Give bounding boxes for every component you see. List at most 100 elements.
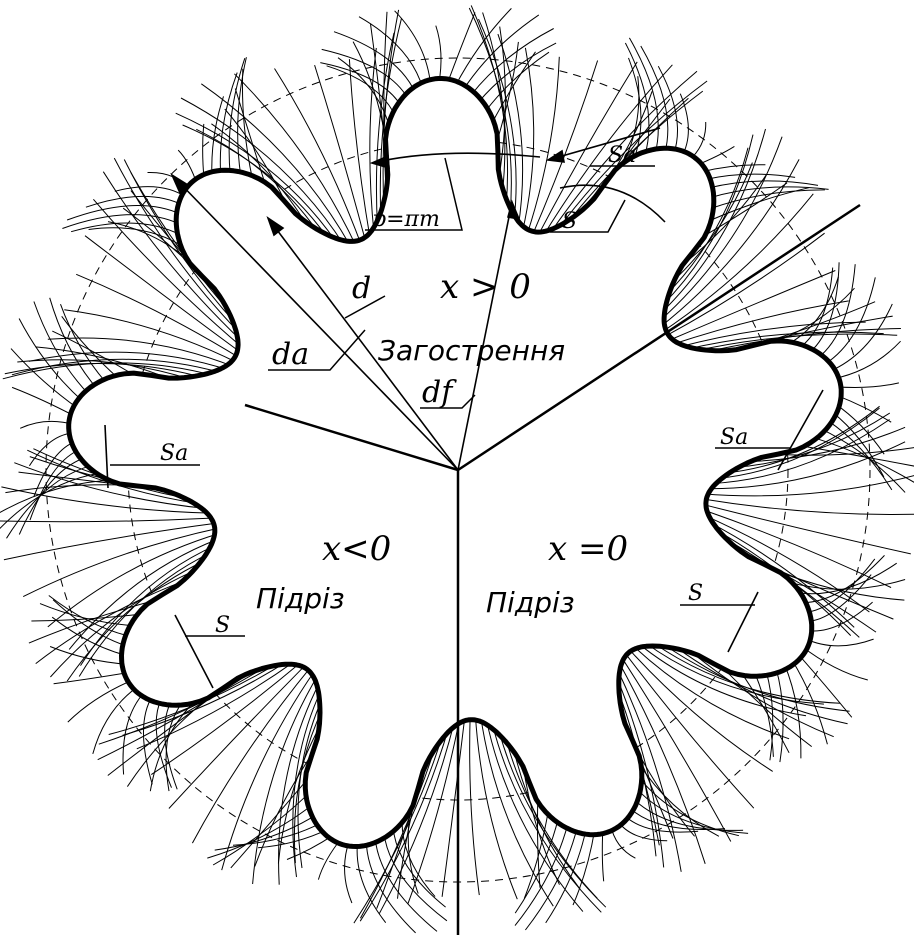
- envelope-line: [683, 331, 884, 351]
- envelope-line: [378, 720, 456, 914]
- sa-right-label: Sa: [720, 425, 748, 450]
- envelope-line: [740, 672, 790, 754]
- s-top-arc: [559, 184, 666, 223]
- envelope-line: [374, 837, 438, 932]
- envelope-line: [469, 713, 480, 896]
- envelope-line: [359, 725, 450, 922]
- sa-right-line: [777, 389, 824, 471]
- envelope-line: [252, 674, 319, 885]
- envelope-line: [702, 475, 914, 497]
- d-arrowhead: [266, 216, 285, 237]
- envelope-line: [705, 441, 906, 490]
- envelope-line: [165, 700, 184, 792]
- envelope-line: [514, 818, 559, 914]
- envelope-line: [365, 839, 416, 934]
- sa-top-arrowhead: [545, 149, 565, 163]
- envelope-line: [278, 680, 321, 885]
- negative-shift-label: x<0: [322, 529, 391, 569]
- d-dimension-line: [267, 217, 459, 471]
- envelope-line: [234, 73, 357, 248]
- envelope-line: [60, 304, 107, 384]
- envelope-line: [219, 72, 238, 176]
- envelope-line: [462, 14, 540, 91]
- envelope-line: [765, 671, 774, 761]
- envelope-line: [28, 351, 229, 371]
- envelope-line: [512, 746, 581, 890]
- pitch-leader: [365, 157, 463, 231]
- envelope-line: [536, 61, 638, 239]
- envelope-line: [470, 28, 554, 96]
- divider-left: [244, 403, 459, 472]
- envelope-line: [706, 520, 855, 628]
- envelope-line: [820, 428, 906, 493]
- envelope-line: [806, 574, 872, 623]
- envelope-line: [800, 445, 914, 467]
- envelope-line: [700, 164, 766, 173]
- envelope-line: [39, 603, 135, 627]
- envelope-line: [50, 568, 199, 678]
- envelope-line: [66, 205, 182, 221]
- envelope-line: [823, 277, 876, 366]
- envelope-line: [831, 411, 885, 478]
- envelope-line: [783, 663, 802, 759]
- envelope-line: [707, 180, 819, 189]
- envelope-line: [47, 337, 235, 368]
- positive-shift-label: x > 0: [440, 267, 531, 307]
- envelope-line: [477, 42, 557, 103]
- envelope-line: [669, 162, 753, 285]
- zero-note-label: Підріз: [486, 586, 575, 619]
- envelope-line: [790, 658, 828, 745]
- envelope-line: [504, 736, 598, 899]
- envelope-line: [542, 64, 673, 238]
- envelope-line: [480, 715, 554, 907]
- envelope-line: [699, 503, 911, 555]
- envelope-line: [435, 25, 442, 85]
- negative-note-label: Підріз: [256, 582, 345, 615]
- envelope-line: [320, 62, 402, 107]
- envelope-line: [817, 264, 856, 359]
- da-dimension-line: [171, 174, 459, 471]
- envelope-line: [754, 672, 774, 757]
- envelope-line: [28, 600, 155, 644]
- s-top-leader: [550, 199, 626, 233]
- envelope-line: [293, 708, 324, 864]
- divider-upper-right: [457, 203, 861, 472]
- envelope-line: [615, 665, 682, 872]
- envelope-line: [196, 128, 320, 235]
- envelope-line: [407, 716, 461, 905]
- envelope-line: [628, 57, 642, 161]
- envelope-line: [17, 359, 192, 380]
- envelope-line: [70, 222, 182, 236]
- envelope-line: [22, 527, 221, 598]
- envelope-line: [48, 595, 130, 637]
- envelope-line: [102, 171, 244, 343]
- s-right-line: [727, 591, 759, 653]
- envelope-line: [221, 669, 316, 871]
- envelope-line: [369, 47, 377, 236]
- envelope-line: [230, 778, 309, 869]
- envelope-line: [358, 16, 424, 89]
- s-top-label: S: [562, 209, 577, 234]
- envelope-line: [149, 699, 197, 792]
- gear-tooth-profile: [66, 76, 844, 849]
- envelope-line: [514, 823, 569, 926]
- envelope-line: [624, 42, 650, 157]
- envelope-line: [834, 382, 900, 388]
- envelope-line: [4, 362, 204, 379]
- envelope-line: [375, 32, 395, 230]
- envelope-line: [801, 645, 868, 681]
- envelope-line: [359, 739, 438, 919]
- envelope-line: [6, 464, 93, 539]
- envelope-line: [333, 31, 416, 93]
- envelope-line: [670, 300, 849, 346]
- envelope-line: [484, 51, 550, 112]
- envelope-line: [661, 134, 754, 306]
- envelope-line: [702, 182, 788, 238]
- df-dimension-line: [457, 201, 513, 471]
- envelope-line: [446, 12, 476, 86]
- d-label: d: [352, 271, 371, 306]
- envelope-line: [241, 68, 253, 180]
- envelope-line: [151, 660, 304, 776]
- envelope-line: [207, 804, 313, 859]
- envelope-line: [636, 788, 749, 834]
